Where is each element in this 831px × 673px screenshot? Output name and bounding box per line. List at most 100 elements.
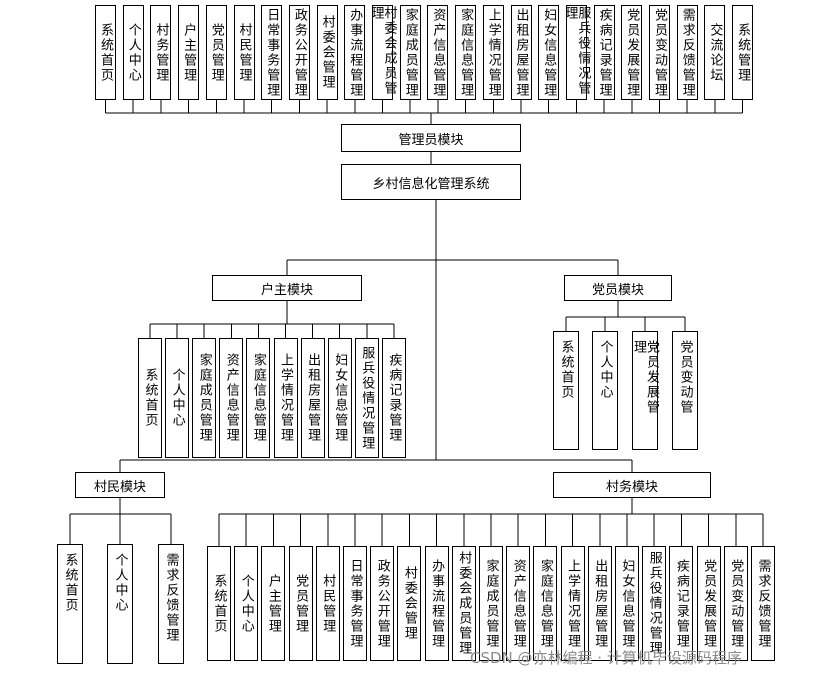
household-item: 家庭成员管理 — [192, 338, 217, 458]
household-item: 家庭信息管理 — [246, 338, 271, 458]
top-row-item-label: 村务管理 — [153, 22, 169, 83]
household-item: 妇女信息管理 — [327, 338, 352, 458]
village-affairs-item-label: 党员变动管理 — [728, 558, 744, 649]
top-row-item-label: 村委会管理 — [319, 15, 335, 90]
household-item: 资产信息管理 — [219, 338, 244, 458]
top-row-item-label: 上学情况管理 — [485, 7, 501, 98]
household-item-label: 妇女信息管理 — [332, 353, 348, 443]
party-module-box: 党员模块 — [564, 275, 672, 301]
village-affairs-item: 妇女信息管理 — [615, 546, 639, 661]
top-row-item: 日常事务管理 — [261, 5, 283, 100]
top-row-item: 党员发展管理 — [621, 5, 643, 100]
household-item: 上学情况管理 — [273, 338, 298, 458]
village-affairs-item-label: 办事流程管理 — [429, 558, 445, 649]
village-affairs-item: 日常事务管理 — [343, 546, 367, 661]
household-item-label: 家庭信息管理 — [250, 353, 266, 443]
top-row-item: 村务管理 — [150, 5, 172, 100]
village-affairs-item-label: 资产信息管理 — [510, 558, 526, 649]
top-row-item: 家庭成员管理 — [399, 5, 421, 100]
village-affairs-item-label: 村委会成员管理 — [456, 551, 472, 656]
party-item: 系统首页 — [553, 331, 579, 450]
top-row-item-label: 资产信息管理 — [430, 7, 446, 98]
household-item-label: 资产信息管理 — [223, 353, 239, 443]
top-row-item: 村民管理 — [233, 5, 255, 100]
village-affairs-item-label: 户主管理 — [265, 573, 281, 634]
top-row-item: 系统首页 — [95, 5, 116, 100]
top-row-item: 政务公开管理 — [288, 5, 310, 100]
village-affairs-item-label: 家庭信息管理 — [537, 558, 553, 649]
household-item: 疾病记录管理 — [381, 338, 406, 458]
top-row-item-label: 党员变动管理 — [652, 7, 667, 98]
village-affairs-item-label: 家庭成员管理 — [483, 558, 499, 649]
household-item-label: 系统首页 — [142, 368, 158, 428]
household-item-label: 疾病记录管理 — [386, 353, 402, 443]
household-item: 服兵役情况管理 — [354, 338, 379, 458]
village-affairs-item: 家庭成员管理 — [479, 546, 503, 661]
village-affairs-item: 个人中心 — [234, 546, 259, 661]
villager-item-label: 个人中心 — [112, 553, 128, 613]
top-row-item-label: 党员管理 — [208, 22, 224, 83]
top-row-item: 村委会管理 — [316, 5, 338, 100]
village-affairs-item: 系统首页 — [207, 546, 231, 661]
top-row-item: 个人中心 — [122, 5, 144, 100]
village-affairs-item: 村委会成员管理 — [451, 546, 476, 661]
system-title-box: 乡村信息化管理系统 — [341, 164, 521, 200]
household-item: 出租房屋管理 — [300, 338, 325, 458]
household-item-label: 家庭成员管理 — [196, 353, 212, 443]
village-affairs-item-label: 需求反馈管理 — [755, 558, 771, 649]
top-row-item: 系统管理 — [732, 5, 754, 100]
household-item-label: 服兵役情况管理 — [359, 345, 375, 451]
top-row-item-label: 交流论坛 — [707, 22, 723, 83]
village-affairs-item: 需求反馈管理 — [751, 546, 775, 661]
village-affairs-item: 办事流程管理 — [424, 546, 449, 661]
villager-item: 个人中心 — [107, 544, 133, 664]
village-affairs-item-label: 政务公开管理 — [374, 558, 390, 649]
top-row-item: 服兵役情况管理 — [562, 5, 591, 100]
villager-item-label: 系统首页 — [62, 553, 78, 613]
village-affairs-item-label: 服兵役情况管理 — [646, 551, 662, 656]
villager-item: 需求反馈管理 — [158, 544, 184, 664]
village-affairs-item: 资产信息管理 — [506, 546, 531, 661]
village-affairs-item: 上学情况管理 — [560, 546, 585, 661]
villager-module-box: 村民模块 — [75, 472, 165, 498]
village-affairs-item-label: 疾病记录管理 — [673, 558, 689, 649]
party-item-label: 个人中心 — [597, 340, 613, 400]
villager-item-label: 需求反馈管理 — [163, 553, 179, 643]
village-affairs-item: 户主管理 — [261, 546, 286, 661]
top-row-item-label: 村民管理 — [236, 22, 252, 83]
village-affairs-item: 服兵役情况管理 — [642, 546, 667, 661]
top-row-item-label: 政务公开管理 — [291, 7, 307, 98]
top-row-item: 党员管理 — [205, 5, 227, 100]
top-row-item-label: 服兵役情况管理 — [562, 6, 591, 96]
villager-item: 系统首页 — [57, 544, 83, 664]
village-affairs-item: 村民管理 — [315, 546, 340, 661]
top-row-item: 疾病记录管理 — [593, 5, 615, 100]
village-affairs-item: 党员发展管理 — [696, 546, 721, 661]
party-item-label: 党员发展管理 — [631, 340, 659, 415]
party-item: 个人中心 — [592, 331, 618, 450]
village-affairs-item: 政务公开管理 — [370, 546, 395, 661]
top-row-item: 出租房屋管理 — [510, 5, 532, 100]
top-row-item: 家庭信息管理 — [455, 5, 477, 100]
top-row-item-label: 出租房屋管理 — [513, 7, 529, 98]
top-row-item-label: 村委会成员管理 — [368, 6, 397, 96]
village-affairs-item: 疾病记录管理 — [669, 546, 694, 661]
top-row-item-label: 日常事务管理 — [264, 7, 280, 98]
top-row-item: 村委会成员管理 — [368, 5, 397, 100]
top-row-item-label: 妇女信息管理 — [541, 7, 557, 98]
top-row-item-label: 办事流程管理 — [347, 7, 363, 98]
top-row-item-label: 系统首页 — [98, 22, 113, 83]
top-row-item: 党员变动管理 — [649, 5, 670, 100]
village-affairs-item-label: 个人中心 — [238, 573, 254, 634]
household-item-label: 出租房屋管理 — [305, 353, 321, 443]
watermark: CSDN @亦林编程 · 计算机毕设源码程序 — [470, 649, 742, 667]
village-affairs-module-box: 村务模块 — [553, 472, 711, 498]
village-affairs-item-label: 出租房屋管理 — [592, 558, 608, 649]
village-affairs-item: 党员变动管理 — [723, 546, 748, 661]
top-row-item: 办事流程管理 — [344, 5, 366, 100]
party-item: 党员发展管理 — [631, 331, 659, 450]
household-item: 个人中心 — [165, 338, 190, 458]
top-row-item-label: 家庭信息管理 — [458, 7, 474, 98]
party-item-label: 党员变动管 — [677, 340, 693, 415]
